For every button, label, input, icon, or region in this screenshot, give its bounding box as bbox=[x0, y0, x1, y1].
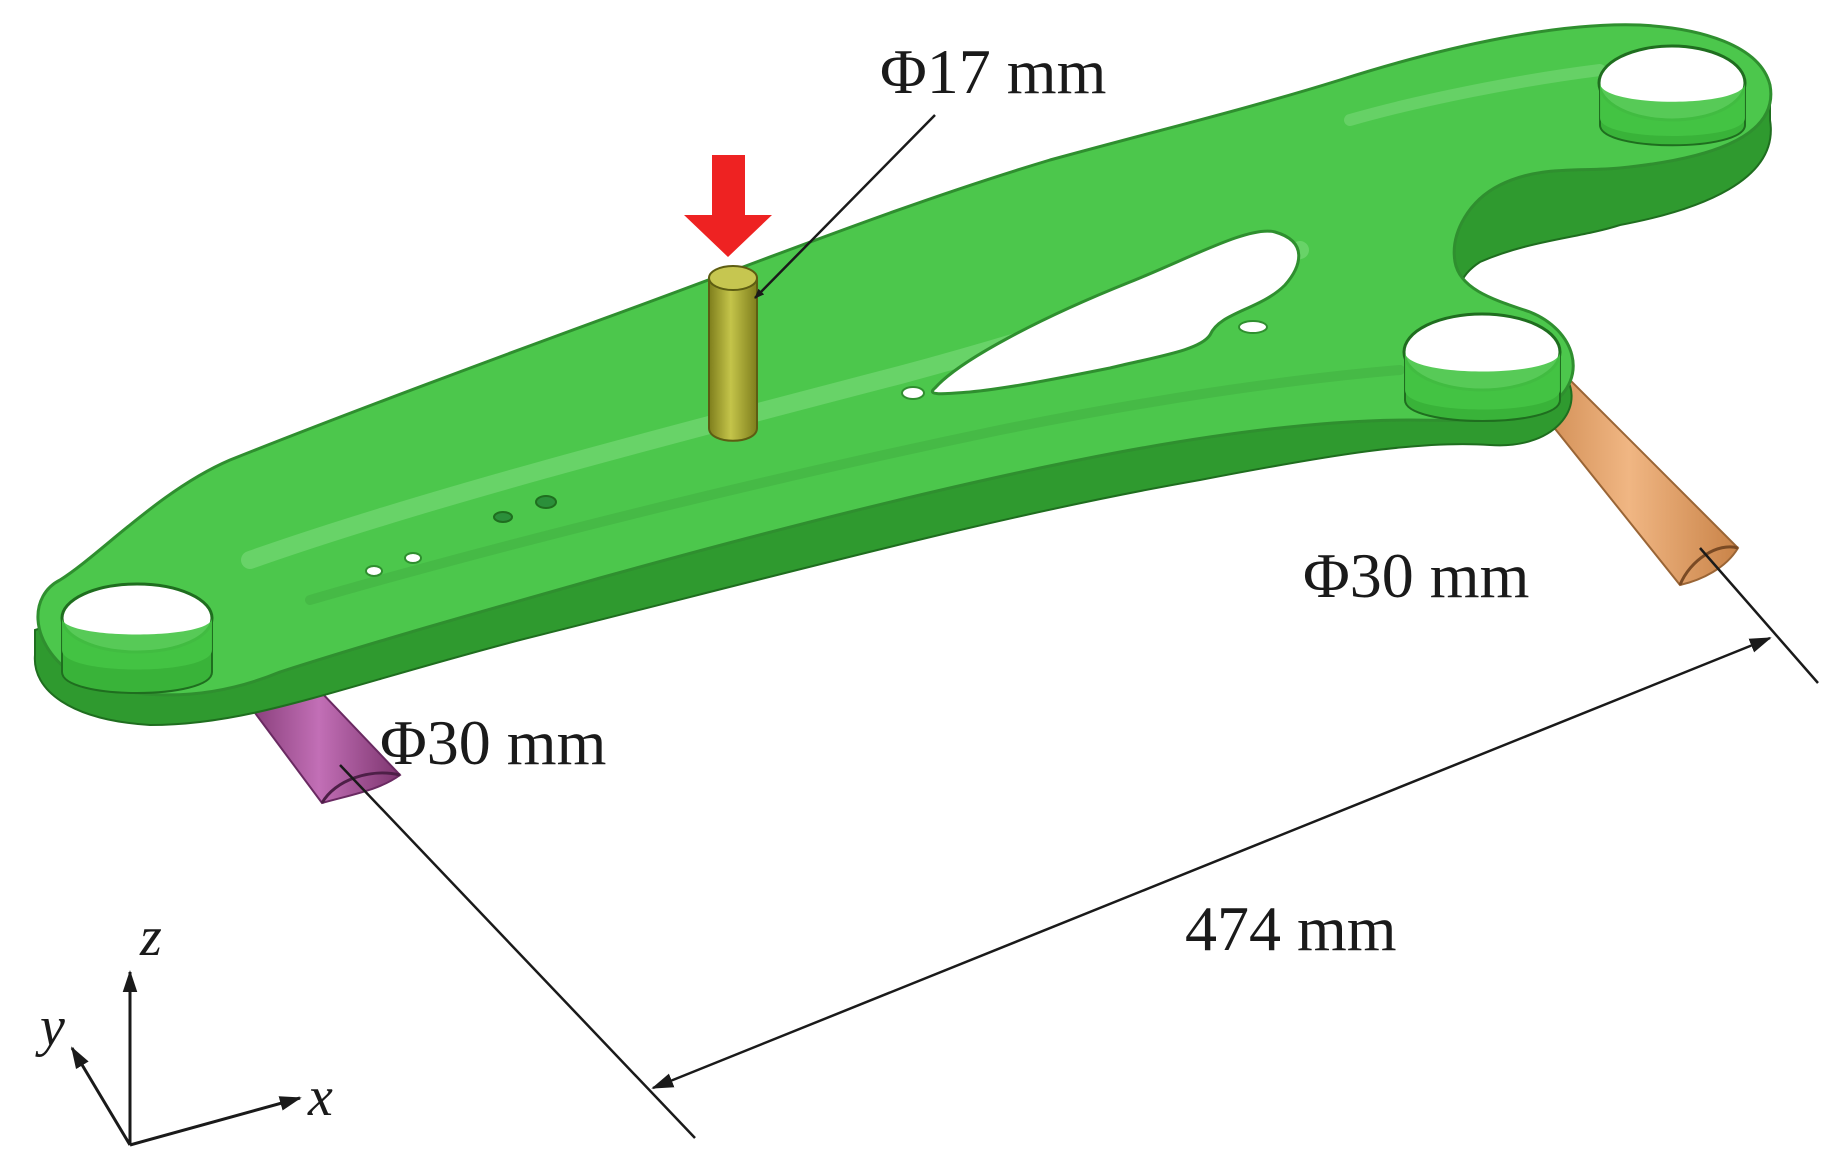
control-arm bbox=[33, 23, 1773, 727]
pin-diameter-label: Φ17 mm bbox=[880, 36, 1106, 107]
y-axis-label: y bbox=[35, 996, 65, 1058]
z-axis-label: z bbox=[139, 906, 162, 968]
pin-leader-line bbox=[754, 114, 936, 299]
span-dimension-arrow bbox=[651, 636, 1772, 1090]
load-pin bbox=[708, 265, 758, 442]
left-pipe-diameter-label: Φ30 mm bbox=[380, 707, 606, 778]
top-bushing bbox=[1597, 44, 1747, 147]
right-pipe-diameter-label: Φ30 mm bbox=[1303, 540, 1529, 611]
x-axis-label: x bbox=[307, 1066, 333, 1128]
down-arrow-icon bbox=[684, 155, 772, 257]
center-bushing bbox=[1402, 312, 1562, 422]
left-bushing bbox=[60, 582, 214, 694]
xyz-axes-icon: z x y bbox=[35, 906, 333, 1147]
span-length-label: 474 mm bbox=[1185, 893, 1397, 964]
dimension-lines bbox=[339, 547, 1819, 1139]
